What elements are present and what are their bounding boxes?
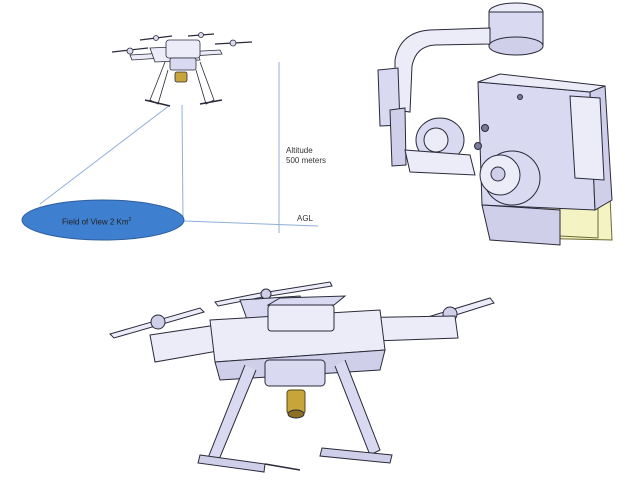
fov-line-left (39, 104, 171, 205)
fov-line-right (181, 104, 184, 221)
fov-diagram (21, 62, 319, 241)
field-of-view-label: Field of View 2 Km2 (62, 215, 131, 228)
fov-ellipse (21, 199, 185, 241)
gimbal-camera (377, 2, 613, 246)
agl-label: AGL (297, 214, 314, 223)
small-drone (111, 32, 253, 107)
altitude-label: Altitude 500 meters (286, 146, 326, 166)
altitude-label-line2: 500 meters (286, 156, 327, 165)
altitude-label-line1: Altitude (286, 146, 313, 155)
field-of-view-superscript: 2 (128, 217, 132, 223)
ground-line (182, 220, 319, 227)
field-of-view-text: Field of View 2 Km (62, 217, 129, 227)
large-drone (109, 281, 495, 473)
